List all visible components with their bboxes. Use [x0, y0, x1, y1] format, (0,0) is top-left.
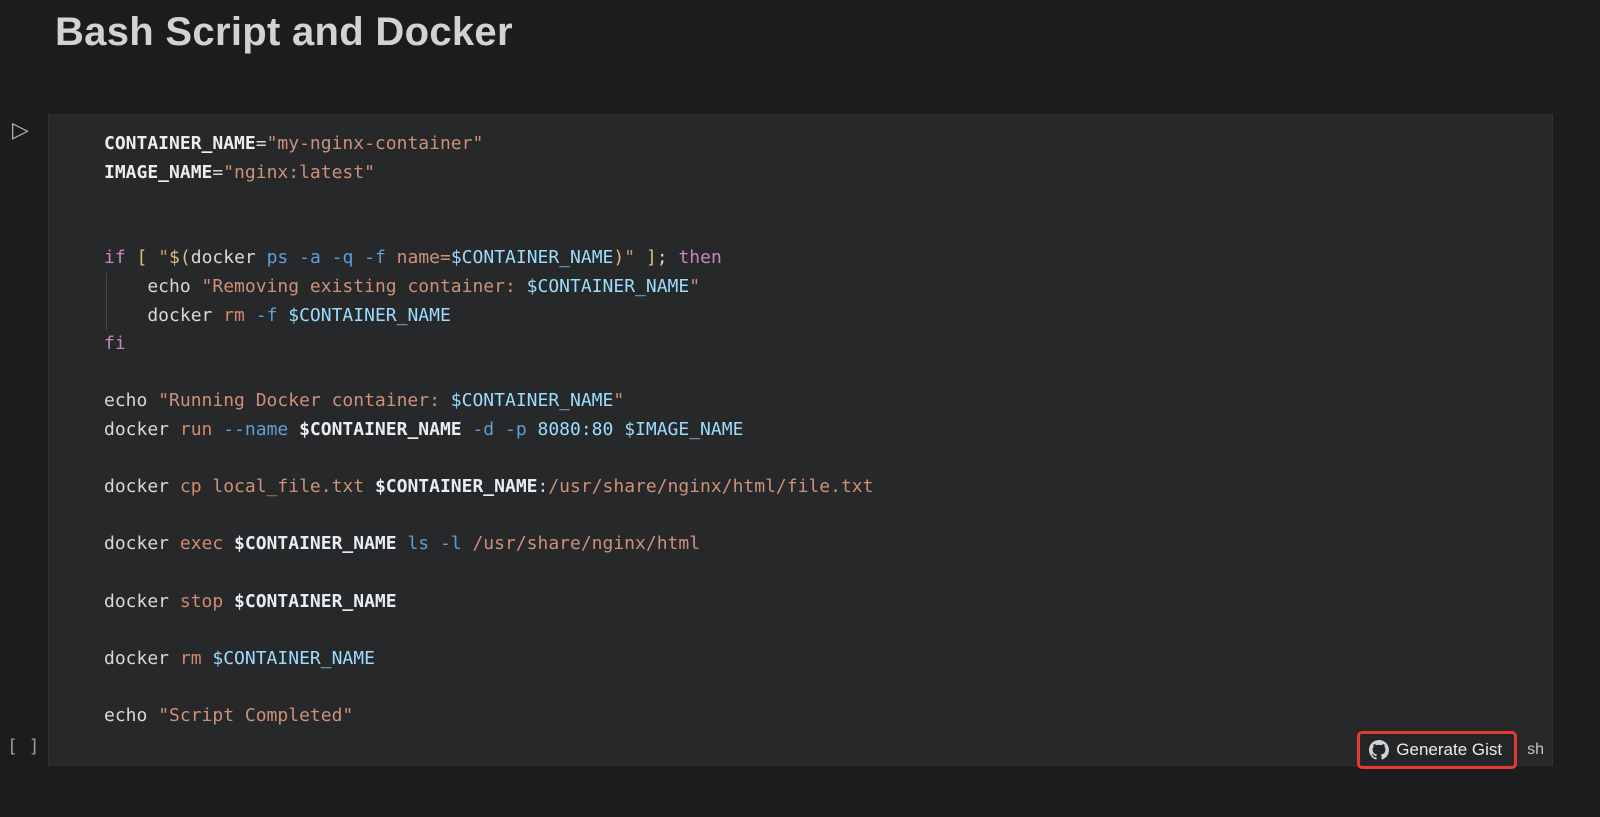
run-script-icon[interactable]: ▷	[12, 118, 29, 143]
selection-brackets-icon[interactable]: [ ]	[7, 736, 40, 757]
code-line	[104, 359, 1552, 388]
code-line	[104, 673, 1552, 702]
generate-gist-label: Generate Gist	[1396, 740, 1503, 759]
code-line	[104, 559, 1552, 588]
code-line: fi	[104, 333, 126, 355]
code-line: docker cp local_file.txt $CONTAINER_NAME…	[104, 476, 874, 498]
indent-guide	[106, 273, 107, 331]
code-line	[104, 502, 1552, 531]
code-line: docker exec $CONTAINER_NAME ls -l /usr/s…	[104, 533, 701, 555]
code-line: if [ "$(docker ps -a -q -f name=$CONTAIN…	[104, 247, 722, 269]
code-line: docker rm -f $CONTAINER_NAME	[104, 304, 451, 326]
code-block: CONTAINER_NAME="my-nginx-container" IMAGE…	[48, 114, 1553, 769]
code-line: CONTAINER_NAME="my-nginx-container"	[104, 133, 484, 154]
code-line: IMAGE_NAME="nginx:latest"	[104, 161, 375, 183]
github-octocat-icon	[1369, 740, 1390, 760]
code-line: echo "Running Docker container: $CONTAIN…	[104, 390, 625, 412]
code-line: docker rm $CONTAINER_NAME	[104, 647, 375, 669]
code-line: echo "Removing existing container: $CONT…	[104, 275, 701, 297]
page-title: Bash Script and Docker	[55, 10, 513, 54]
annotation-highlight-box: Generate Gist	[1357, 731, 1518, 769]
code-line	[104, 445, 1552, 474]
code-line	[104, 187, 1552, 216]
code-line: docker run --name $CONTAINER_NAME -d -p …	[104, 418, 744, 440]
generate-gist-button[interactable]: Generate Gist	[1360, 734, 1514, 766]
code-line: echo "Script Completed"	[104, 704, 354, 726]
code-content: CONTAINER_NAME="my-nginx-container" IMAGE…	[49, 115, 1552, 730]
code-line	[104, 616, 1552, 645]
code-line	[104, 216, 1552, 245]
language-label: sh	[1527, 741, 1544, 758]
code-block-footer: Generate Gist sh	[1357, 731, 1544, 769]
code-line: docker stop $CONTAINER_NAME	[104, 590, 397, 612]
